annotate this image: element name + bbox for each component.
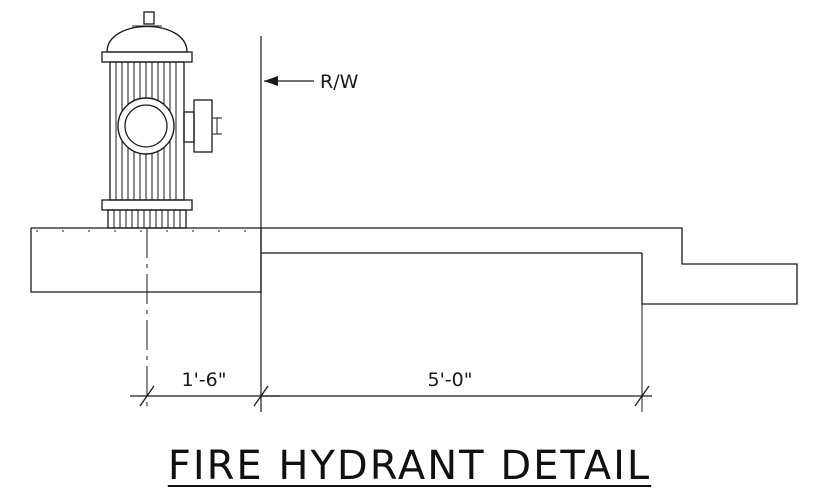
dimension-left: 1'-6" xyxy=(130,369,280,407)
dimension-right: 5'-0" xyxy=(261,304,652,412)
right-of-way-label: R/W xyxy=(320,71,359,93)
dimension-left-label: 1'-6" xyxy=(182,369,227,391)
fire-hydrant-icon xyxy=(101,11,222,229)
sidewalk-section xyxy=(30,227,798,305)
drawing-title: FIRE HYDRANT DETAIL xyxy=(167,443,652,489)
right-of-way-callout: R/W xyxy=(264,71,359,93)
dimension-right-label: 5'-0" xyxy=(428,369,473,391)
